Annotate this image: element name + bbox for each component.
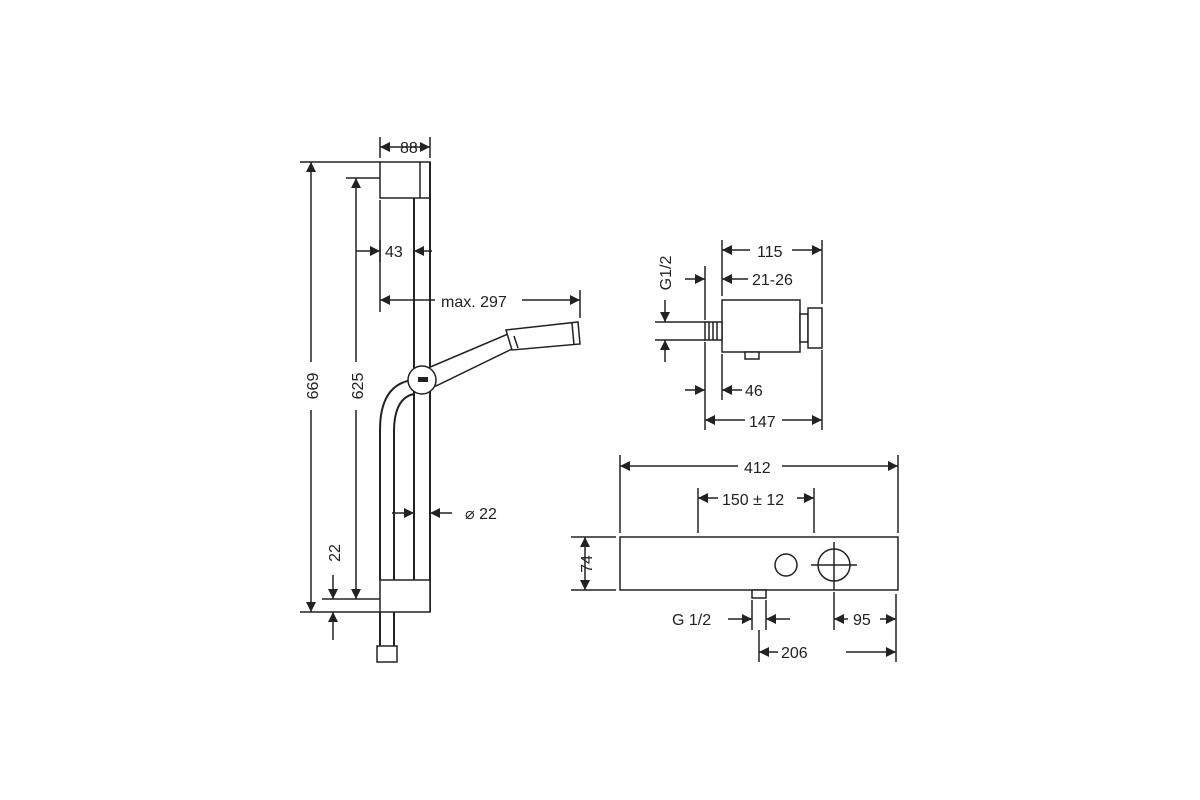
outlet-body [721,299,801,353]
hand-shower-face [571,322,575,346]
label-diameter: ⌀ 22 [465,506,497,523]
label-22: 22 [327,544,344,562]
thermostat-outlet [751,589,767,599]
label-625: 625 [350,373,367,400]
label-115: 115 [757,244,783,261]
slider-mark [418,377,428,382]
label-43: 43 [385,244,403,261]
label-297: max. 297 [441,294,507,311]
label-74: 74 [579,555,596,573]
label-147: 147 [749,414,776,431]
label-206: 206 [781,645,808,662]
label-21-26: 21-26 [752,272,793,289]
label-150: 150 ± 12 [722,492,784,509]
outlet-bottom-nub [744,351,760,360]
hose-inner [393,393,415,580]
thermostat-body [619,536,899,591]
hand-shower-handle [427,333,515,388]
outlet-collar [799,313,809,343]
top-bracket [379,161,431,199]
wall-outlet: 115 21-26 G1/2 46 147 [655,240,823,431]
hose-outer [379,379,413,580]
label-95: 95 [853,612,871,629]
label-669: 669 [305,373,322,400]
bottom-bracket [379,579,431,613]
rail-set: 88 43 max. 297 669 625 22 ⌀ 22 [300,137,581,663]
thermostat-button [774,553,798,577]
label-88: 88 [400,140,418,157]
hose-nut [376,645,398,663]
label-46: 46 [745,383,763,400]
label-inlet: G 1/2 [672,612,711,629]
outlet-nut [807,307,823,349]
hand-shower-ring [513,335,519,349]
label-412: 412 [744,460,771,477]
thermostat: 412 150 ± 12 74 G 1/2 95 206 [571,455,899,662]
label-outlet-thread: G1/2 [658,256,675,291]
hand-shower-head [505,321,581,351]
